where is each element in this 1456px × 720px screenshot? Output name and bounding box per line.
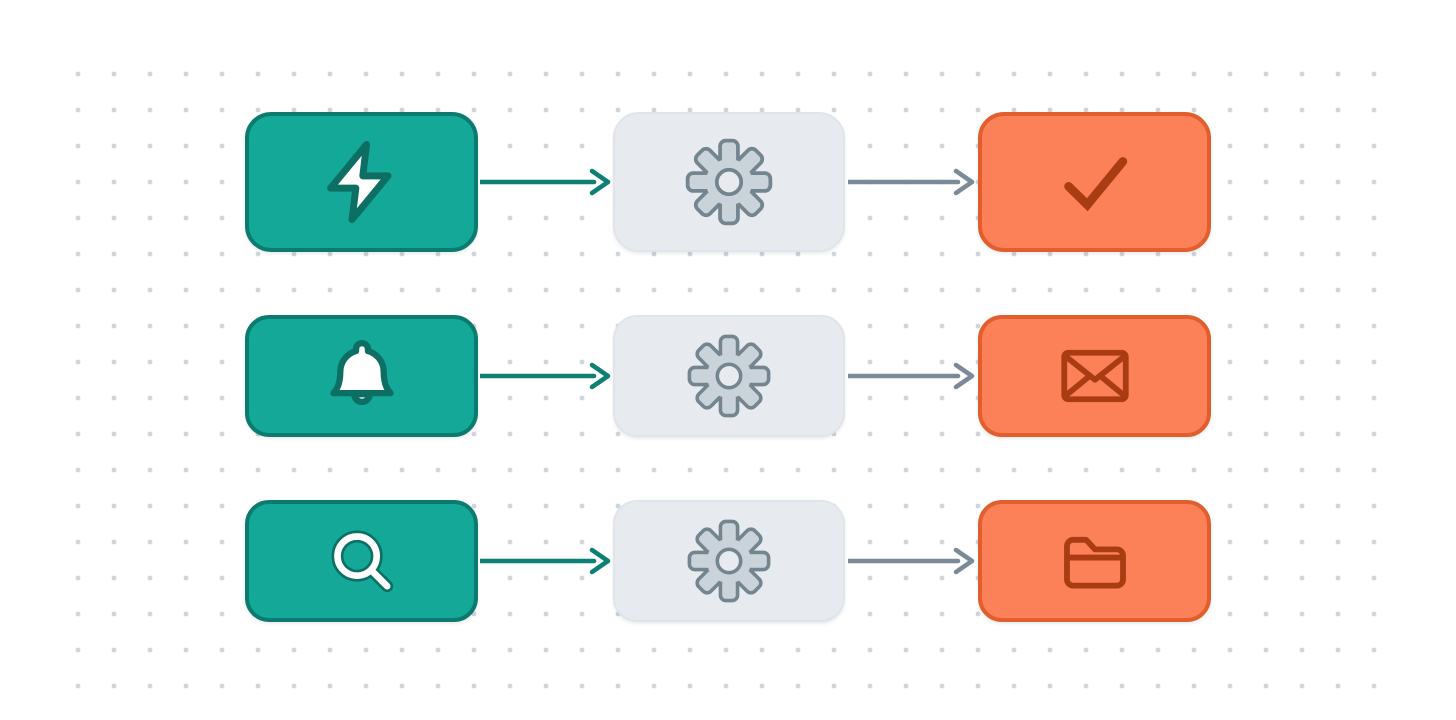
arrow-right-icon	[848, 168, 975, 196]
arrow-right-icon	[480, 547, 611, 575]
arrow-right-icon	[848, 362, 975, 390]
gear-node[interactable]	[613, 315, 845, 437]
gear-icon	[684, 516, 774, 606]
gear-node[interactable]	[613, 112, 845, 252]
check-node[interactable]	[978, 112, 1211, 252]
mail-icon	[1054, 335, 1136, 417]
gear-icon	[684, 331, 774, 421]
gear-node[interactable]	[613, 500, 845, 622]
check-icon	[1051, 138, 1139, 226]
arrow-right-icon	[848, 547, 975, 575]
mail-node[interactable]	[978, 315, 1211, 437]
search-icon	[320, 519, 404, 603]
zap-node[interactable]	[245, 112, 478, 252]
gear-icon	[682, 135, 776, 229]
zap-icon	[316, 136, 408, 228]
bell-node[interactable]	[245, 315, 478, 437]
folder-icon	[1054, 520, 1136, 602]
search-node[interactable]	[245, 500, 478, 622]
arrow-right-icon	[480, 362, 611, 390]
arrow-right-icon	[480, 168, 611, 196]
folder-node[interactable]	[978, 500, 1211, 622]
bell-icon	[320, 334, 404, 418]
